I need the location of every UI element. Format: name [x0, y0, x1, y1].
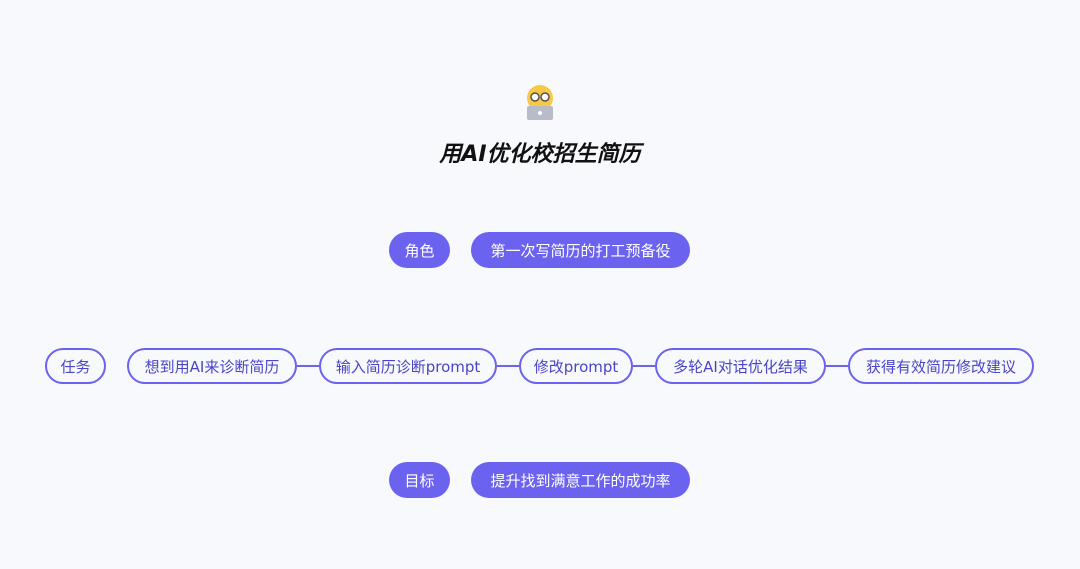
page-title: 用AI优化校招生简历: [439, 142, 641, 167]
goal-label: 目标: [389, 462, 450, 498]
nerd-laptop-emoji-icon: [527, 85, 553, 120]
task-step: 输入简历诊断prompt: [319, 348, 497, 384]
connector: [297, 365, 319, 367]
connector: [497, 365, 519, 367]
connector: [826, 365, 848, 367]
task-step: 获得有效简历修改建议: [848, 348, 1034, 384]
role-label: 角色: [389, 232, 450, 268]
task-step: 多轮AI对话优化结果: [655, 348, 826, 384]
task-step: 修改prompt: [519, 348, 633, 384]
task-label: 任务: [45, 348, 106, 384]
connector: [633, 365, 655, 367]
task-step: 想到用AI来诊断简历: [127, 348, 297, 384]
role-value: 第一次写简历的打工预备役: [471, 232, 690, 268]
goal-value: 提升找到满意工作的成功率: [471, 462, 690, 498]
